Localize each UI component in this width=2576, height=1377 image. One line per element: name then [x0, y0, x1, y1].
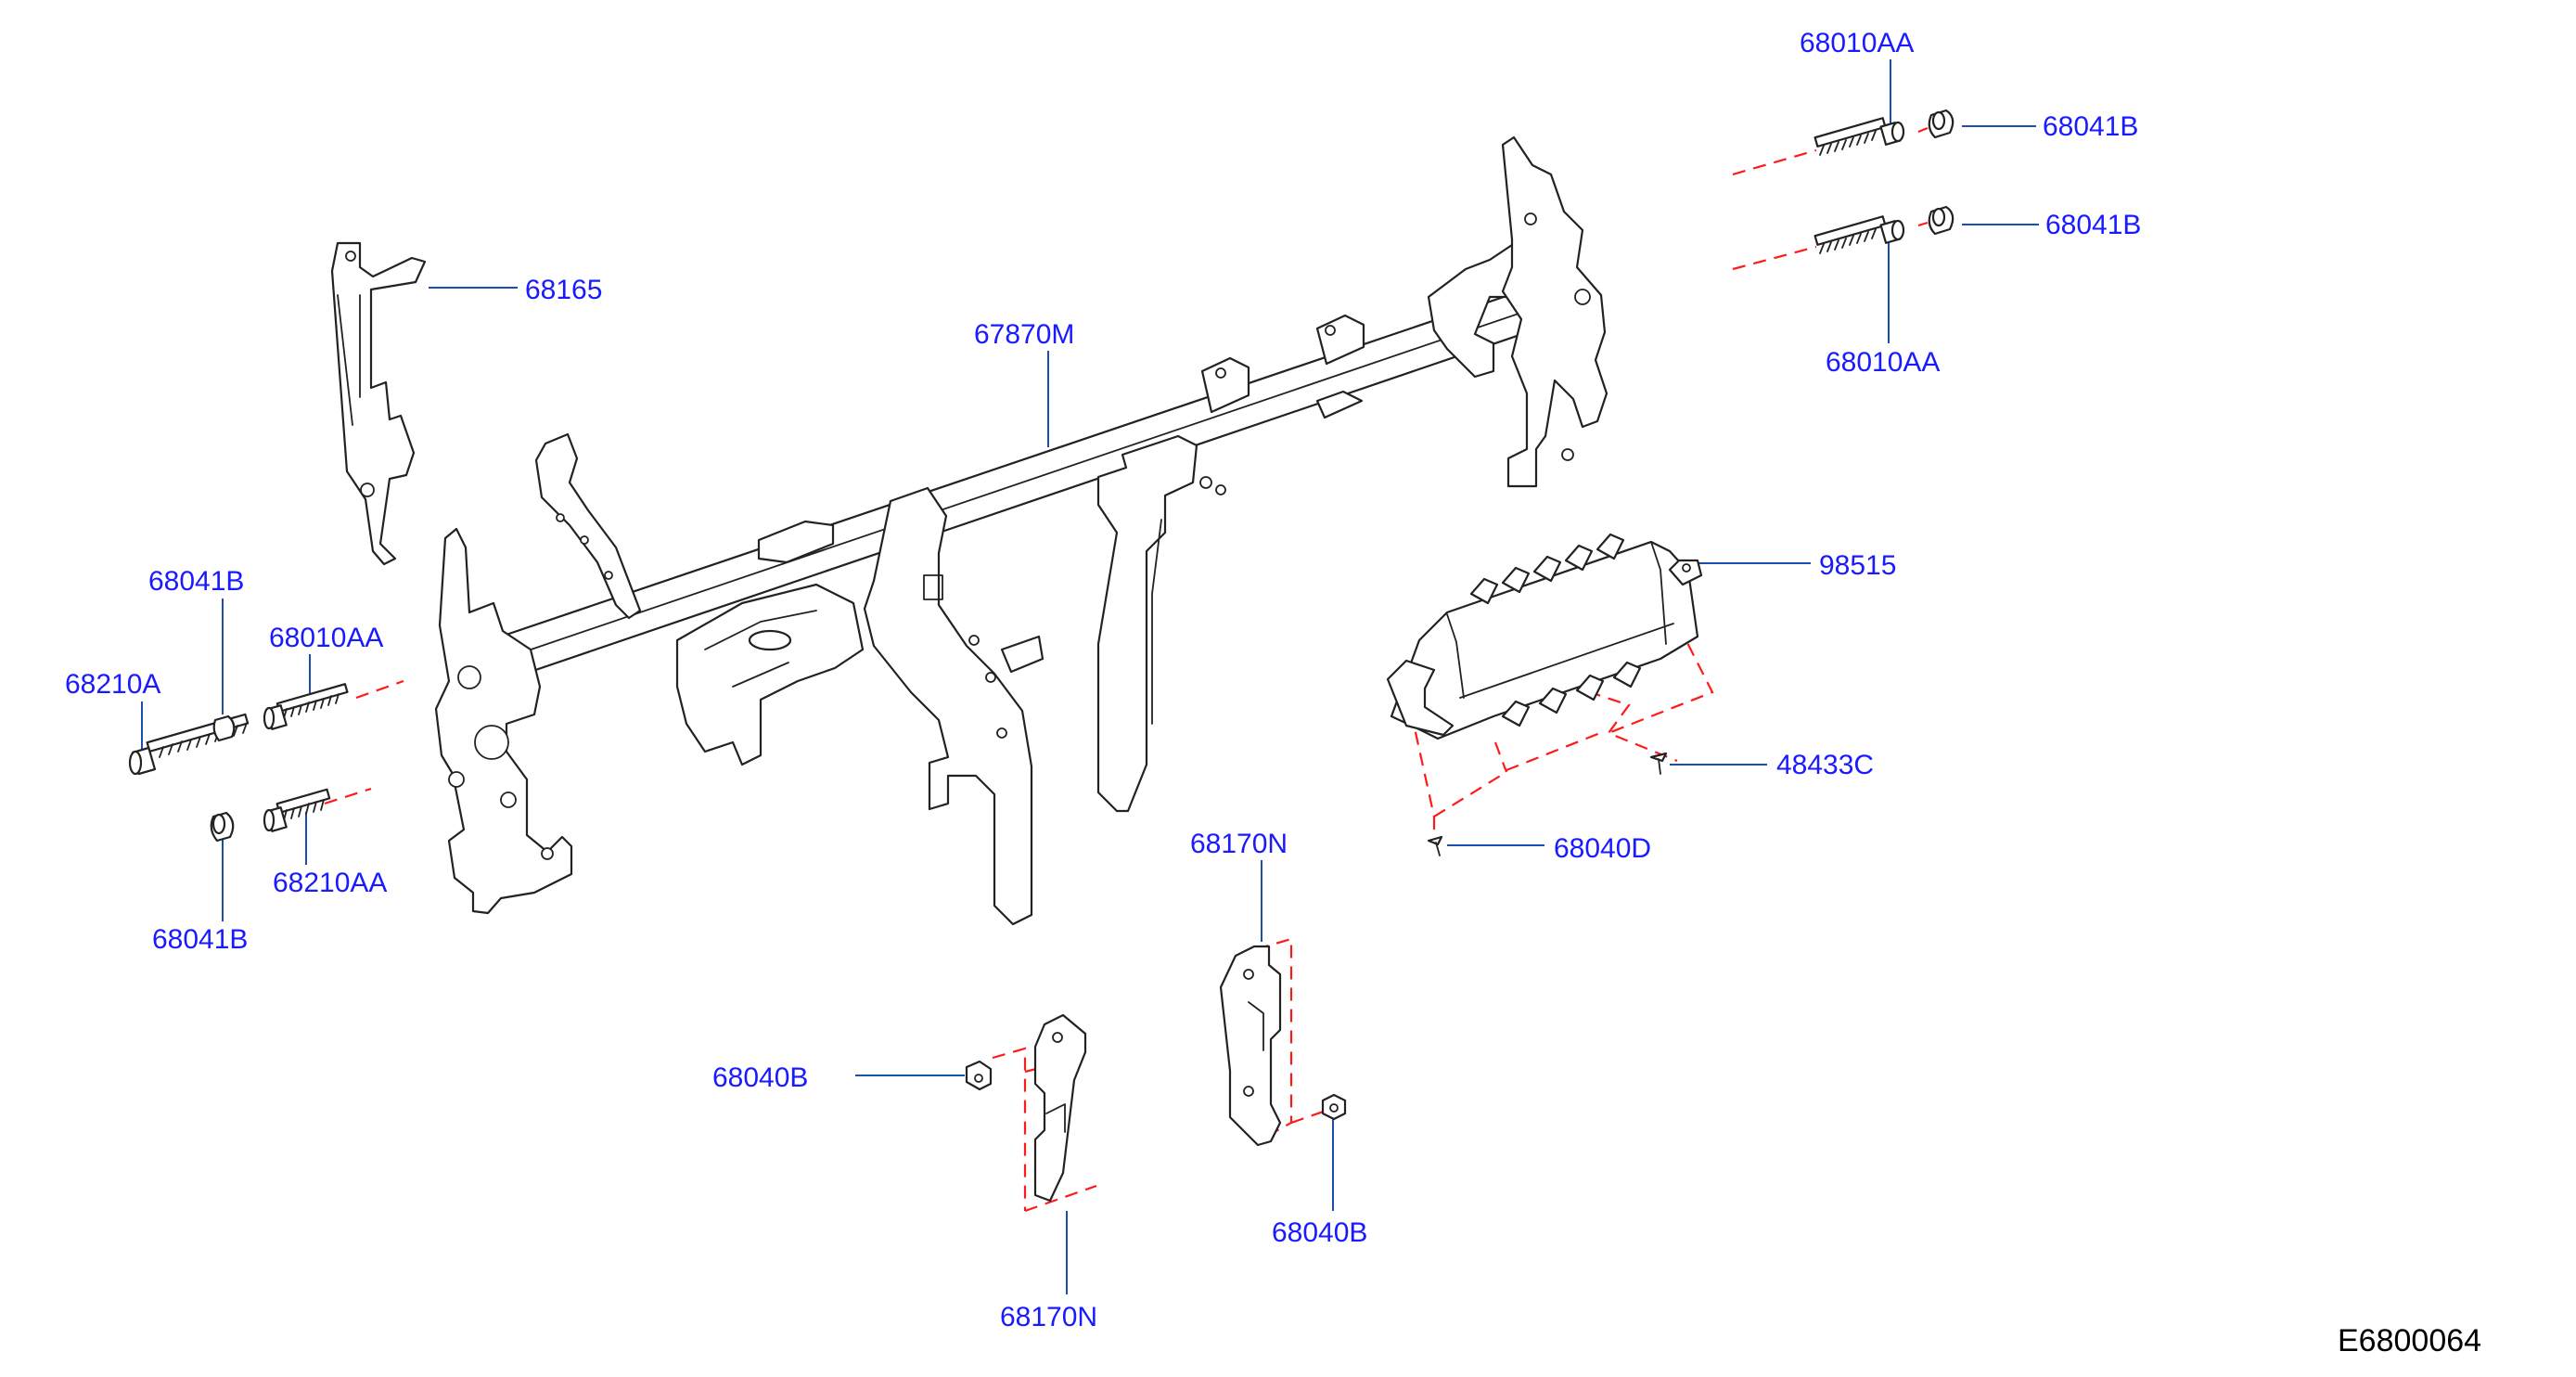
- label-68041B-top-2[interactable]: 68041B: [2045, 210, 2141, 240]
- label-68041B-left-1[interactable]: 68041B: [148, 566, 244, 597]
- label-68010AA-top[interactable]: 68010AA: [1800, 28, 1914, 58]
- label-98515[interactable]: 98515: [1819, 550, 1896, 581]
- airbag-module-98515: [1386, 533, 1703, 740]
- screw-68040D: [1427, 835, 1443, 856]
- leader-lines: [141, 59, 2039, 1294]
- bolt-68010AA-top-2: [1813, 215, 1905, 254]
- bracket-68170N-left: [1033, 1013, 1087, 1203]
- bracket-68165: [330, 241, 427, 566]
- bolt-68210AA: [263, 788, 331, 832]
- label-68210A[interactable]: 68210A: [65, 669, 160, 700]
- label-68040D[interactable]: 68040D: [1554, 833, 1651, 864]
- bolt-68010AA-top: [1813, 117, 1905, 156]
- cap-68041B-top-1: [1928, 109, 1954, 139]
- bolt-68010AA-left: [263, 683, 349, 730]
- label-48433C[interactable]: 48433C: [1776, 750, 1874, 780]
- cap-68041B-left-2: [210, 811, 235, 843]
- label-68040B-left[interactable]: 68040B: [712, 1062, 808, 1093]
- cross-member-67870M: [434, 135, 1608, 926]
- cap-68041B-top-2: [1928, 205, 1954, 236]
- nut-68040B-right: [1321, 1093, 1347, 1121]
- label-68165[interactable]: 68165: [525, 275, 602, 305]
- bracket-68170N-right: [1219, 945, 1282, 1147]
- label-68210AA[interactable]: 68210AA: [273, 868, 387, 898]
- callout-labels: 68010AA 68041B 68041B 68010AA 68165 6787…: [65, 28, 2481, 1358]
- diagram-code: E6800064: [2338, 1323, 2481, 1358]
- label-67870M[interactable]: 67870M: [974, 319, 1074, 350]
- label-68010AA-top-2[interactable]: 68010AA: [1826, 347, 1940, 378]
- nut-68040B-left: [965, 1060, 993, 1091]
- clip-68041B-left: [212, 714, 236, 742]
- label-68041B-left-2[interactable]: 68041B: [152, 924, 248, 955]
- label-68170N-bottom[interactable]: 68170N: [1000, 1302, 1097, 1332]
- label-68040B-right[interactable]: 68040B: [1272, 1217, 1367, 1248]
- screw-48433C: [1649, 752, 1668, 775]
- label-68170N-right[interactable]: 68170N: [1190, 829, 1288, 859]
- label-68041B-top-1[interactable]: 68041B: [2043, 111, 2138, 142]
- label-68010AA-left[interactable]: 68010AA: [269, 623, 383, 653]
